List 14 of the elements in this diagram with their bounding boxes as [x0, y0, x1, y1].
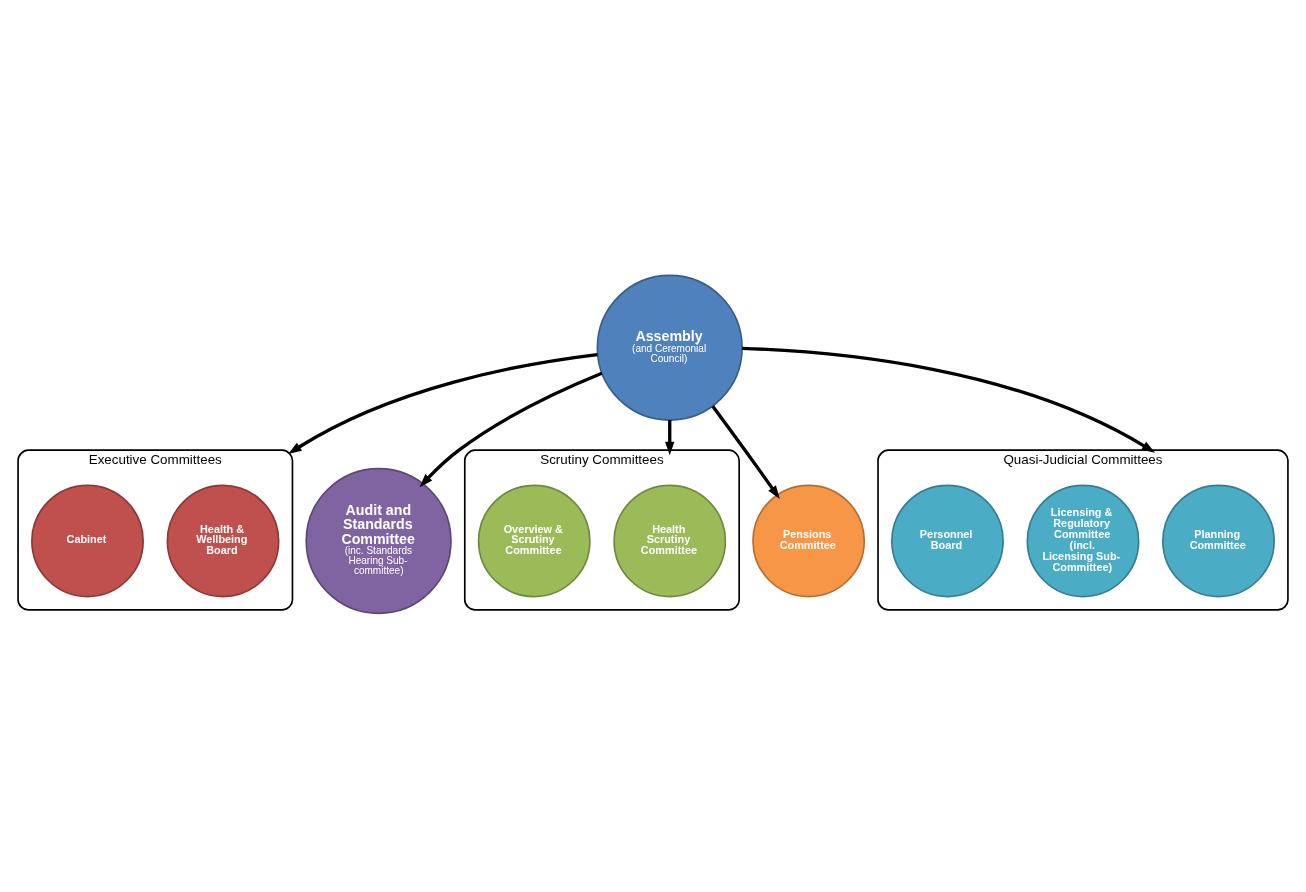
- node-circle: Overview & Scrutiny Committee: [477, 484, 591, 598]
- arrow: [419, 371, 603, 488]
- node-circle: Personnel Board: [891, 484, 1004, 598]
- node-circle: Licensing & Regulatory Committee (incl. Licensing Sub-Committee): [1026, 484, 1140, 598]
- arrow: [711, 405, 780, 500]
- node-circle: Health & Wellbeing Board: [166, 484, 280, 598]
- node-circle: Health Scrutiny Committee: [613, 484, 727, 598]
- node-circle: Assembly (and Ceremonial Council): [596, 274, 743, 421]
- arrow: [665, 420, 675, 456]
- node-circle: Planning Committee: [1162, 484, 1275, 598]
- node-circle: Audit and Standards Committee (inc. Standards Hearing Sub-committee): [305, 467, 452, 615]
- node-circle: Cabinet: [31, 484, 144, 598]
- arrow: [288, 352, 598, 455]
- arrow: [742, 346, 1156, 453]
